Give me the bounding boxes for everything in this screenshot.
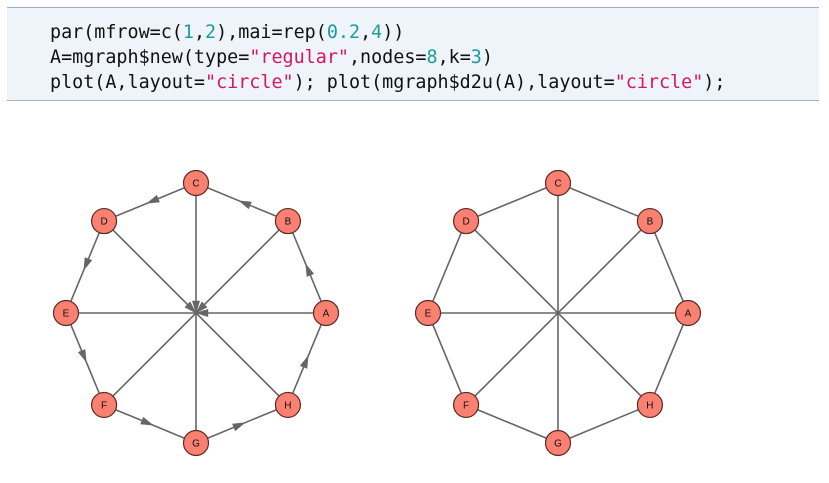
code-line-2: A=mgraph$new(type="regular",nodes=8,k=3) <box>50 45 819 70</box>
undirected-graph-plot: A B C D E F G H <box>386 150 746 470</box>
code-block: par(mfrow=c(1,2),mai=rep(0.2,4)) A=mgrap… <box>7 7 819 101</box>
edge-C-D <box>477 187 547 218</box>
code-line-3: plot(A,layout="circle"); plot(mgraph$d2u… <box>50 70 819 95</box>
edge-arrowhead <box>195 309 209 317</box>
code-line-1: par(mfrow=c(1,2),mai=rep(0.2,4)) <box>50 20 819 45</box>
node-a <box>312 299 340 327</box>
node-f <box>452 391 480 419</box>
edge-E-F <box>432 324 463 394</box>
node-d <box>452 207 480 235</box>
node-label: F <box>463 401 469 412</box>
node-g <box>182 429 210 457</box>
edge-arrowhead <box>140 416 154 426</box>
node-f <box>90 391 118 419</box>
code-token: A=mgraph$new(type= <box>50 47 250 68</box>
undirected-graph-svg: A B C D E F G H <box>414 169 702 457</box>
edge-G-H <box>569 408 639 439</box>
node-h <box>274 391 302 419</box>
node-label: A <box>685 309 692 320</box>
directed-graph-plot: A B C D E F G H <box>24 150 384 470</box>
code-token: , <box>193 22 206 43</box>
code-token: "circle" <box>614 72 704 93</box>
edge-B-C <box>569 187 639 218</box>
edge-arrowhead <box>232 422 246 432</box>
edge-arrowhead <box>192 300 200 314</box>
node-label: G <box>192 439 200 450</box>
node-label: B <box>285 217 292 228</box>
node-b <box>274 207 302 235</box>
code-token: ),mai=rep( <box>216 22 327 43</box>
edge-H-A <box>653 324 684 394</box>
node-c <box>544 169 572 197</box>
edge-arrowhead <box>305 263 315 277</box>
edge-arrowhead <box>238 200 252 210</box>
code-token: 3 <box>470 47 482 68</box>
code-token: 8 <box>426 47 438 68</box>
node-label: G <box>554 439 562 450</box>
edge-arrowhead <box>195 301 208 314</box>
node-g <box>544 429 572 457</box>
node-e <box>414 299 442 327</box>
code-token: ,k= <box>437 47 471 68</box>
edge-F-G <box>477 408 547 439</box>
node-label: F <box>101 401 107 412</box>
edge-A-B <box>653 232 684 302</box>
node-label: E <box>63 309 70 320</box>
edge-arrowhead <box>77 349 87 363</box>
node-label: C <box>554 179 561 190</box>
node-c <box>182 169 210 197</box>
edge-arrowhead <box>83 257 93 271</box>
code-token: ); <box>703 72 726 93</box>
edge-D-H <box>474 229 642 397</box>
node-label: E <box>425 309 432 320</box>
node-label: B <box>647 217 654 228</box>
code-token: ) <box>481 47 493 68</box>
node-label: H <box>284 401 291 412</box>
code-token: )) <box>382 22 405 43</box>
node-b <box>636 207 664 235</box>
node-label: A <box>323 309 330 320</box>
code-token: 2 <box>205 22 217 43</box>
node-label: H <box>646 401 653 412</box>
node-label: D <box>100 217 107 228</box>
code-token: 0.2 <box>326 22 361 43</box>
edge-D-E <box>432 232 463 302</box>
code-token: plot(A,layout= <box>50 72 206 93</box>
code-token: "regular" <box>249 47 349 68</box>
code-token: ); plot(mgraph$d2u(A),layout= <box>293 72 615 93</box>
code-token: , <box>360 22 372 43</box>
node-label: C <box>192 179 199 190</box>
code-token: 1 <box>182 22 194 43</box>
node-h <box>636 391 664 419</box>
edge-arrowhead <box>299 355 309 369</box>
node-a <box>674 299 702 327</box>
code-token: ,nodes= <box>348 47 427 68</box>
directed-graph-svg: A B C D E F G H <box>52 169 340 457</box>
edge-arrowhead <box>184 301 197 314</box>
node-e <box>52 299 80 327</box>
node-d <box>90 207 118 235</box>
code-token: par(mfrow=c( <box>50 22 183 43</box>
code-token: 4 <box>371 22 383 43</box>
edge-arrowhead <box>146 194 160 204</box>
node-label: D <box>462 217 469 228</box>
code-token: "circle" <box>205 72 294 93</box>
